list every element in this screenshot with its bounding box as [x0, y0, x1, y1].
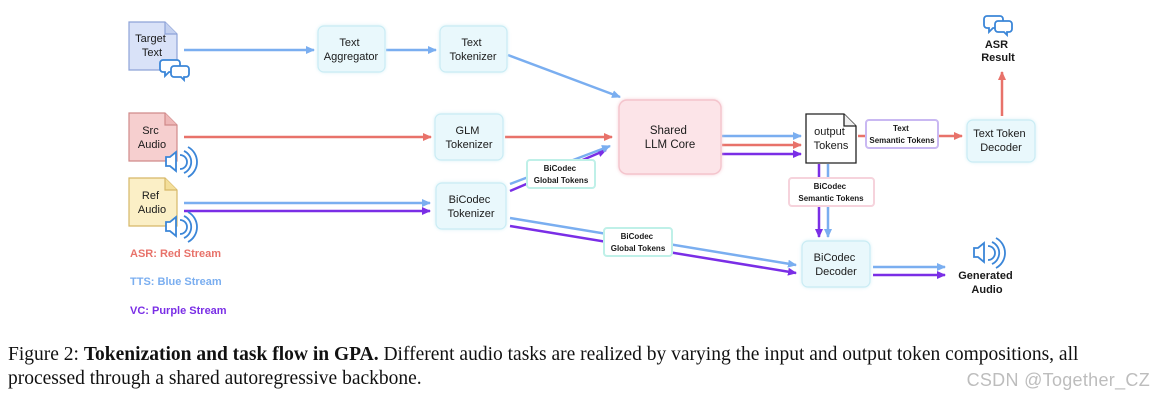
svg-text:output Tokens: output Tokens [814, 126, 849, 152]
ref-audio-line1: Ref [142, 190, 160, 202]
edge-label-semantic-line1: BiCodec [814, 182, 847, 191]
asr-result-line2: Result [981, 52, 1015, 64]
glm-tokenizer-node: GLM Tokenizer [434, 113, 504, 161]
llm-core-node: Shared LLM Core [618, 99, 722, 175]
svg-text:Generated Audio: Generated Audio [958, 270, 1015, 296]
text-aggregator-line1: Text [339, 37, 359, 49]
ref-audio-node: Ref Audio [128, 177, 178, 227]
edge-label-text-semantic: Text Semantic Tokens [865, 119, 939, 149]
svg-text:Ref Audio: Ref Audio [138, 190, 166, 216]
svg-text:Shared LLM Core: Shared LLM Core [645, 125, 696, 151]
caption-figure-number: Figure 2: [8, 344, 79, 365]
bicodec-decoder-line1: BiCodec [814, 252, 856, 264]
figure-caption: Figure 2: Tokenization and task flow in … [8, 343, 1153, 391]
caption-body: Different audio tasks are realized by va… [8, 344, 1079, 389]
output-tokens-node: output Tokens [805, 113, 857, 164]
llm-core-line1: Shared [650, 125, 687, 137]
caption-title: Tokenization and task flow in GPA. [83, 344, 379, 365]
edge-label-upper-line2: Global Tokens [534, 176, 589, 185]
edge-label-lower-line2: Global Tokens [611, 244, 666, 253]
watermark: CSDN @Together_CZ [966, 370, 1150, 390]
svg-text:BiCodec Global Tokens: BiCodec Global Tokens [534, 164, 589, 185]
src-audio-node: Src Audio [128, 112, 178, 162]
text-aggregator-line2: Aggregator [324, 51, 379, 63]
text-token-decoder-line1: Text Token [973, 128, 1025, 140]
speaker-icon [973, 237, 1006, 269]
generated-audio-line2: Audio [971, 284, 1002, 296]
arrow-texttok-to-llm [507, 53, 621, 99]
chat-bubble-icon [983, 15, 1013, 38]
svg-text:Target Text: Target Text [135, 33, 169, 59]
target-text-line2: Text [142, 47, 162, 59]
bicodec-tokenizer-line1: BiCodec [449, 194, 491, 206]
edge-label-bicodec-global-upper: BiCodec Global Tokens [526, 159, 596, 189]
svg-text:BiCodec Decoder: BiCodec Decoder [814, 252, 859, 278]
target-text-line1: Target [135, 33, 166, 45]
svg-text:BiCodec Semantic Tokens: BiCodec Semantic Tokens [798, 182, 864, 203]
chat-bubble-icon [159, 59, 190, 83]
edge-label-textsem-line2: Semantic Tokens [869, 136, 935, 145]
edge-label-lower-line1: BiCodec [621, 232, 654, 241]
src-audio-line2: Audio [138, 139, 166, 151]
src-audio-line1: Src [142, 125, 159, 137]
generated-audio-line1: Generated [958, 270, 1012, 282]
text-tokenizer-node: Text Tokenizer [439, 25, 508, 73]
text-token-decoder-line2: Decoder [980, 142, 1022, 154]
bicodec-decoder-line2: Decoder [815, 266, 857, 278]
edge-label-bicodec-semantic: BiCodec Semantic Tokens [788, 177, 875, 207]
bicodec-tokenizer-node: BiCodec Tokenizer [435, 182, 507, 230]
legend-vc: VC: Purple Stream [130, 305, 227, 317]
bicodec-tokenizer-line2: Tokenizer [447, 208, 494, 220]
text-tokenizer-line2: Tokenizer [449, 51, 496, 63]
svg-text:ASR Result: ASR Result [981, 39, 1015, 64]
legend-asr: ASR: Red Stream [130, 248, 221, 260]
svg-text:Text Aggregator: Text Aggregator [324, 37, 379, 63]
svg-text:BiCodec Tokenizer: BiCodec Tokenizer [447, 194, 494, 220]
text-tokenizer-line1: Text [461, 37, 481, 49]
edge-label-upper-line1: BiCodec [544, 164, 577, 173]
asr-result-line1: ASR [985, 39, 1008, 51]
svg-text:Src Audio: Src Audio [138, 125, 166, 151]
speaker-icon [165, 146, 198, 178]
edge-label-textsem-line1: Text [893, 124, 909, 133]
glm-tokenizer-line1: GLM [456, 125, 480, 137]
svg-text:Text Tokenizer: Text Tokenizer [449, 37, 496, 63]
ref-audio-line2: Audio [138, 204, 166, 216]
speaker-icon [165, 211, 198, 243]
text-token-decoder-node: Text Token Decoder [966, 119, 1036, 163]
target-text-node: Target Text [128, 21, 178, 71]
svg-text:BiCodec Global Tokens: BiCodec Global Tokens [611, 232, 666, 253]
legend-tts: TTS: Blue Stream [130, 276, 222, 288]
task-flow-diagram: Target Text Src Audio Ref Audio [128, 15, 1036, 317]
output-tokens-line1: output [814, 126, 845, 138]
svg-text:Text Token Decoder: Text Token Decoder [973, 128, 1028, 154]
text-aggregator-node: Text Aggregator [317, 25, 386, 73]
glm-tokenizer-line2: Tokenizer [445, 139, 492, 151]
svg-text:Text Semantic Tokens: Text Semantic Tokens [869, 124, 935, 145]
edge-label-semantic-line2: Semantic Tokens [798, 194, 864, 203]
svg-text:GLM Tokenizer: GLM Tokenizer [445, 125, 492, 151]
llm-core-line2: LLM Core [645, 139, 696, 151]
output-tokens-line2: Tokens [814, 140, 849, 152]
edge-label-bicodec-global-lower: BiCodec Global Tokens [603, 227, 673, 257]
bicodec-decoder-node: BiCodec Decoder [801, 240, 871, 288]
